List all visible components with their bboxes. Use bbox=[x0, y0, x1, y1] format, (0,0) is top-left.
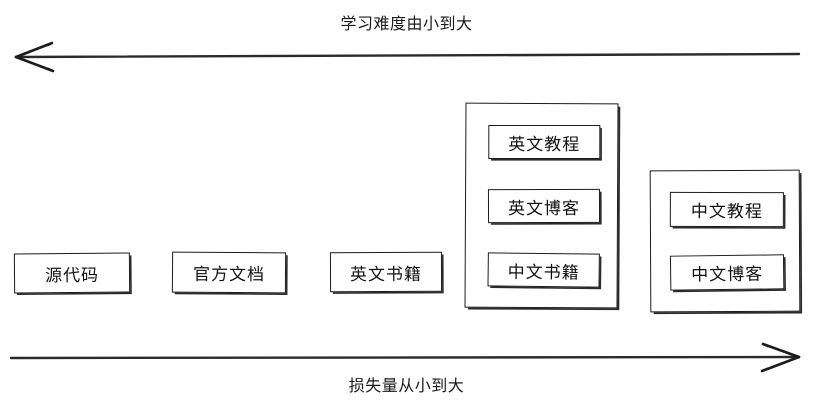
arrow-right-icon bbox=[9, 342, 801, 373]
arrow-left-icon bbox=[14, 41, 801, 73]
node-chinese-blog[interactable]: 中文博客 bbox=[669, 254, 785, 291]
node-chinese-tutorial[interactable]: 中文教程 bbox=[669, 191, 784, 228]
node-label: 中文教程 bbox=[690, 201, 763, 223]
top-axis-label: 学习难度由小到大 bbox=[340, 14, 473, 33]
node-label: 英文教程 bbox=[508, 134, 581, 155]
node-english-tutorial[interactable]: 英文教程 bbox=[488, 124, 601, 160]
node-english-blog[interactable]: 英文博客 bbox=[487, 188, 601, 224]
node-label: 英文书籍 bbox=[349, 264, 423, 285]
node-english-books[interactable]: 英文书籍 bbox=[329, 251, 443, 293]
group-right-container: 中文教程 中文博客 bbox=[649, 169, 801, 313]
node-label: 中文书籍 bbox=[507, 262, 580, 283]
bottom-axis-label: 损失量从小到大 bbox=[348, 376, 465, 395]
node-label: 中文博客 bbox=[691, 264, 764, 286]
node-label: 源代码 bbox=[44, 265, 100, 286]
node-label: 官方文档 bbox=[192, 264, 266, 286]
node-source-code[interactable]: 源代码 bbox=[13, 252, 131, 294]
node-chinese-books[interactable]: 中文书籍 bbox=[487, 252, 600, 288]
group-middle-container: 英文教程 英文博客 中文书籍 bbox=[464, 102, 619, 309]
node-label: 英文博客 bbox=[507, 198, 581, 219]
node-official-docs[interactable]: 官方文档 bbox=[171, 251, 287, 294]
